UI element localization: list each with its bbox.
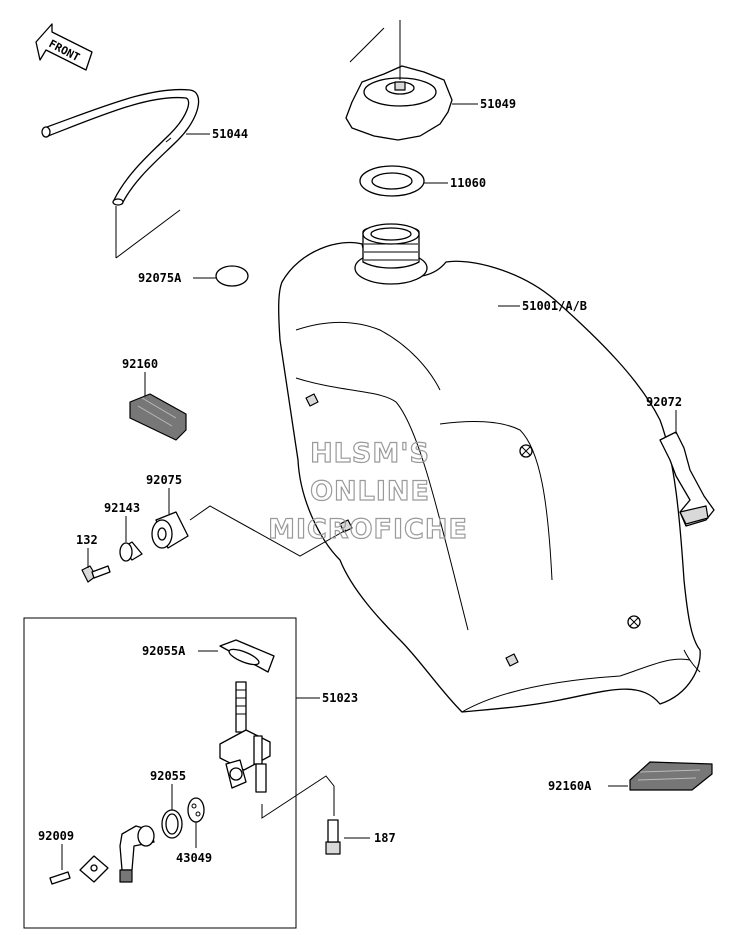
part-label-92143: 92143 [104,501,140,515]
grommet [151,511,189,549]
part-label-11060: 11060 [450,176,486,190]
part-label-92055: 92055 [150,769,186,783]
cap-gasket [359,165,425,197]
part-label-92075a: 92075A [138,271,182,285]
rubber-cap [215,265,249,287]
part-label-92160a: 92160A [548,779,592,793]
filter-pipe [119,825,155,883]
watermark-line-2: ONLINE [310,476,430,507]
fuel-tank [278,223,701,713]
collar [119,541,143,562]
part-label-51049: 51049 [480,97,516,111]
part-label-43049: 43049 [176,851,212,865]
tank-strap [659,431,715,527]
part-label-51044: 51044 [212,127,248,141]
watermark-line-1: HLSM'S [310,438,430,469]
part-label-51023: 51023 [322,691,358,705]
fuel-cock-gasket [219,639,275,673]
fuel-cock-assembly-box [23,617,297,929]
o-ring [161,809,183,839]
part-label-132: 132 [76,533,98,547]
filler-cap [345,65,453,141]
part-label-92055a: 92055A [142,644,186,658]
watermark-line-3: MICROFICHE [268,514,468,545]
filter [187,797,205,823]
part-label-92075: 92075 [146,473,182,487]
tank-pad-front [129,393,187,441]
tank-pad-rear [629,761,713,791]
part-label-187: 187 [374,831,396,845]
part-label-92009: 92009 [38,829,74,843]
part-label-92160: 92160 [122,357,158,371]
breather-hose [41,88,200,206]
part-label-51001: 51001/A/B [522,299,587,313]
bolt [81,565,111,583]
fuel-cock [219,681,271,793]
front-arrow-icon: FRONT [35,23,93,71]
screw-plate [49,855,109,885]
part-label-92072: 92072 [646,395,682,409]
fuel-cock-bolt [325,819,341,855]
